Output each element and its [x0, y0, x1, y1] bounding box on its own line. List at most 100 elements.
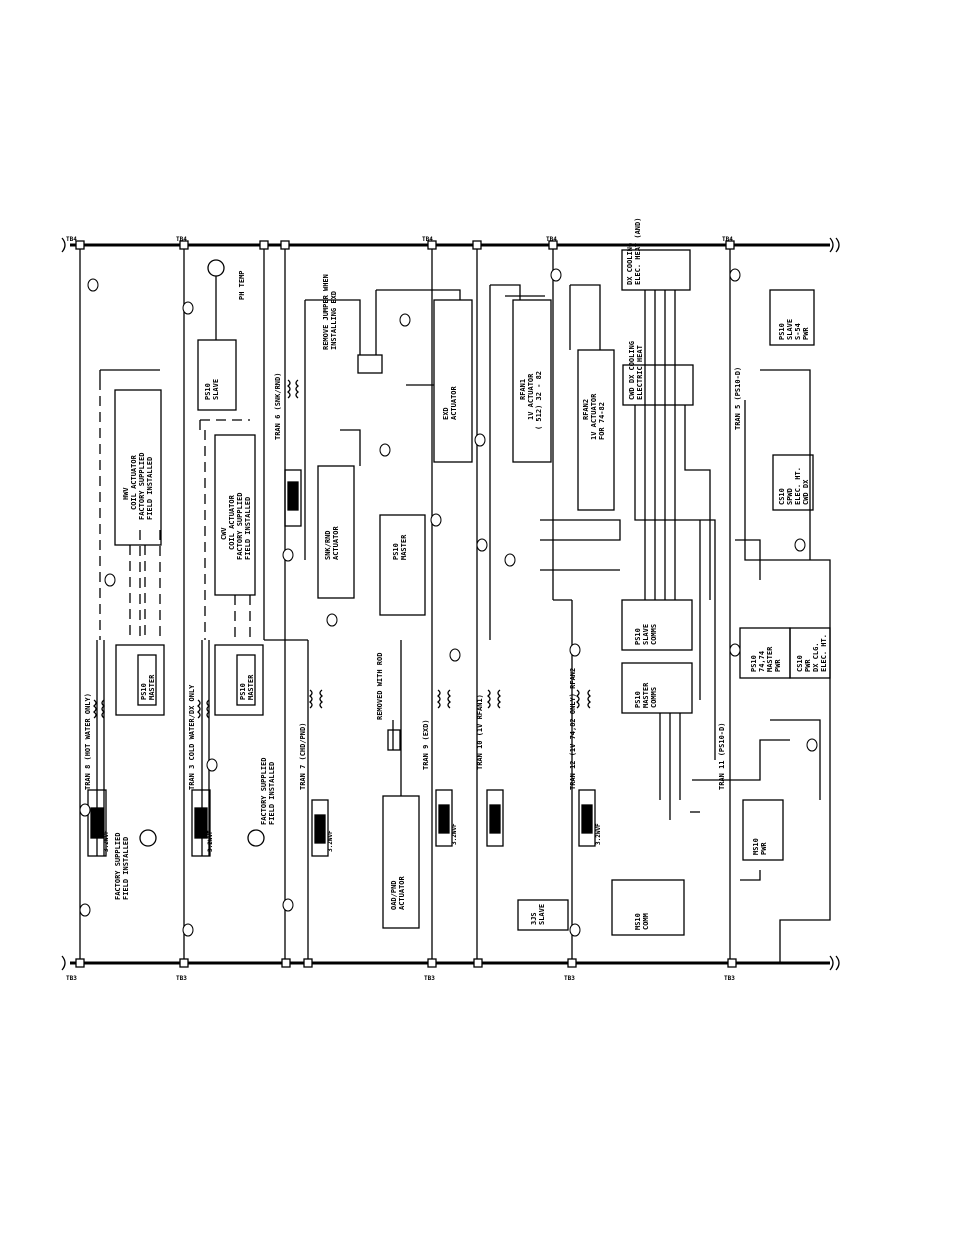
transformer-labels: TRAN 8 (HOT WATER ONLY) TRAN 3 COLD WATE…	[84, 367, 742, 790]
slave-box-l1: SLAVE	[538, 904, 546, 925]
ps10-master-pwr-l2: MASTER	[766, 646, 774, 672]
rfan1-l1: 1V ACTUATOR	[527, 373, 535, 420]
busbar-break-bottom	[829, 955, 840, 971]
factory-note-2-l1: FIELD INSTALLED	[268, 762, 276, 825]
tran7-label: TRAN 7 (CHD/PND)	[299, 723, 307, 790]
tb-bot-3: TB3	[424, 975, 435, 982]
ps10-master-1-l1: MASTER	[148, 674, 156, 700]
snk-actuator-l0: SNK/RND	[324, 530, 332, 560]
tran10-section	[486, 284, 552, 847]
cs10-pwr-l2: DX CLG.	[812, 642, 820, 672]
ps10-slave-pwr-l3: PWR	[802, 327, 810, 340]
cs10-elec-l2: ELEC. HT.	[794, 467, 802, 505]
tran12-section	[540, 284, 621, 847]
notes: FACTORY SUPPLIED FIELD INSTALLED FACTORY…	[114, 274, 384, 900]
fuse-4: 3.2WVF	[451, 823, 458, 845]
ps10-master-2-l1: MASTER	[247, 674, 255, 700]
cw-actuator-l3: FIELD INSTALLED	[244, 497, 252, 560]
ps10-master-center-l1: MASTER	[400, 534, 408, 560]
cs10-pwr-l3: ELEC. HT.	[820, 634, 828, 672]
hw-actuator-l0: HWV	[122, 487, 130, 500]
cw-actuator-l1: COIL ACTUATOR	[228, 494, 236, 550]
cwd-dx-l1: ELECTRIC HEAT	[636, 345, 644, 400]
terminal-labels: TB4 TB4 TB4 TB4 TB4 TB3 TB3 TB3 TB3 TB3	[66, 236, 735, 982]
slave-box	[517, 899, 569, 931]
component-labels: HWV COIL ACTUATOR FACTORY SUPPLIED FIELD…	[122, 218, 828, 930]
tb-top-5: TB4	[722, 236, 733, 243]
ms10-comm-l0: MS10	[634, 913, 642, 930]
hw-actuator-l1: COIL ACTUATOR	[130, 454, 138, 510]
tran6-section	[284, 289, 461, 616]
tran10-label: TRAN 10 (1V RFAN1)	[476, 694, 484, 770]
dx-cool-elec-l1: ELEC. HEAT (AND)	[634, 218, 642, 285]
ps10-master-center-l0: PS10	[392, 543, 400, 560]
ps10-master-2-l0: PS10	[239, 683, 247, 700]
tran9-label: TRAN 9 (EXD)	[422, 719, 430, 770]
tb-bot-4: TB3	[564, 975, 575, 982]
cs10-elec-l1: SPWD	[786, 488, 794, 505]
fuse-5: 3.2WVF	[595, 823, 602, 845]
tran8-section	[87, 369, 165, 857]
dx-cool-elec-l0: DX COOLING	[626, 243, 634, 285]
busbar-break-left-bottom	[61, 955, 66, 971]
ps10-slave-ph-l0: PS10	[204, 383, 212, 400]
tran5-label: TRAN 5 (PS10-D)	[734, 367, 742, 430]
tran11-label: TRAN 11 (PS10-D)	[718, 723, 726, 790]
wire-tags	[79, 268, 818, 937]
cs10-elec-l3: CWD DX	[802, 479, 810, 505]
tran3-section	[191, 259, 265, 857]
factory-note-1-l1: FIELD INSTALLED	[122, 837, 130, 900]
tran6-label: TRAN 6 (SNK/RND)	[274, 373, 282, 440]
tran8-label: TRAN 8 (HOT WATER ONLY)	[84, 693, 92, 790]
cs10-pwr-l1: PWR	[804, 659, 812, 672]
exd-actuator-l1: ACTUATOR	[450, 385, 458, 420]
tran12-label: TRAN 12 (1V 74,82 ONLY) RFAN2	[569, 668, 577, 790]
field-dash-1	[139, 530, 161, 640]
tb-top-4: TB4	[546, 236, 557, 243]
ps10-master-1-l0: PS10	[140, 683, 148, 700]
ps10-slave-pwr-l2: S-54	[794, 323, 802, 340]
right-network	[621, 249, 831, 963]
rfan1-l2: ( 512) 32 - 82	[535, 371, 543, 430]
rfan2-l1: 1V ACTUATOR	[590, 393, 598, 440]
tran7-section	[308, 640, 420, 929]
rfan2-l0: RFAN2	[582, 399, 590, 420]
cw-actuator-l2: FACTORY SUPPLIED	[236, 493, 244, 560]
fuse-2: 3.2WVF	[207, 830, 214, 852]
tb-bot-5: TB3	[724, 975, 735, 982]
ms10-pwr-l1: PWR	[760, 842, 768, 855]
ps10-slave-comms-l2: COMMS	[650, 624, 658, 645]
ms10-comm-box	[611, 879, 685, 936]
factory-note-2-l0: FACTORY SUPPLIED	[260, 758, 268, 825]
ps10-master-pwr-l0: PS10	[750, 655, 758, 672]
remove-jumper-l1: INSTALLING EXD	[330, 291, 338, 350]
exd-actuator-l0: EXD	[442, 407, 450, 420]
ps10-master-comms-l1: MASTER	[642, 682, 650, 708]
tran9-section	[406, 299, 473, 847]
cwd-dx-l0: CWD DX COOLING	[628, 341, 636, 400]
ps10-slave-comms-l0: PS10	[634, 628, 642, 645]
removed-with-rod: REMOVED WITH ROD	[376, 653, 384, 720]
tb-bot-1: TB3	[66, 975, 77, 982]
ps10-slave-ph-l1: SLAVE	[212, 379, 220, 400]
ps10-master-comms-l2: COMMS	[650, 687, 658, 708]
factory-note-1-l0: FACTORY SUPPLIED	[114, 833, 122, 900]
tb-top-3: TB4	[422, 236, 433, 243]
ps10-slave-pwr-l0: PS10	[778, 323, 786, 340]
ms10-comm-l1: COMM	[642, 913, 650, 930]
ps10-master-pwr-l1: 74,74	[758, 651, 766, 672]
ps10-slave-comms-l1: SLAVE	[642, 624, 650, 645]
cs10-elec-l0: CS10	[778, 488, 786, 505]
busbar-break-top	[829, 237, 840, 253]
ps10-slave-pwr-l1: SLAVE	[786, 319, 794, 340]
ph-temp-label: PH TEMP	[238, 270, 246, 300]
cs10-pwr-l0: CS10	[796, 655, 804, 672]
cw-actuator-l0: CWV	[220, 527, 228, 540]
fuse-3: 3.2WVF	[327, 830, 334, 852]
oad-actuator-l0: OAD/PND	[390, 880, 398, 910]
tb-bot-2: TB3	[176, 975, 187, 982]
rfan1-l0: RFAN1	[519, 379, 527, 400]
ms10-pwr-l0: MS10	[752, 838, 760, 855]
tran3-label: TRAN 3 COLD WATER/DX ONLY	[188, 684, 196, 790]
